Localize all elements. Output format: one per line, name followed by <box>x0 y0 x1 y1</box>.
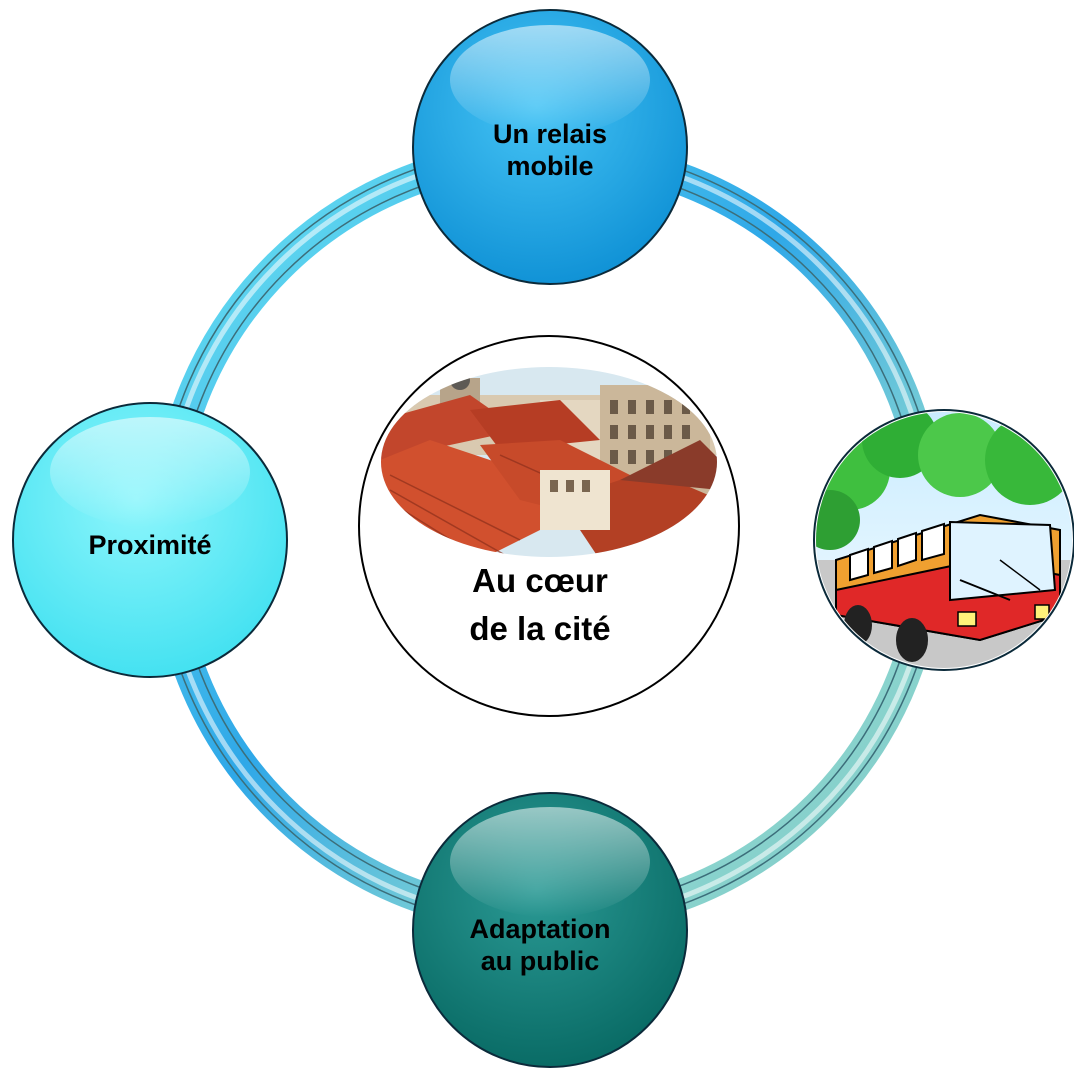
node-left-label: Proximité <box>88 529 212 560</box>
node-top <box>412 9 688 285</box>
node-bottom-label: Adaptation au public <box>469 913 611 976</box>
node-bottom <box>412 792 688 1068</box>
node-right <box>813 409 1074 671</box>
center-node <box>358 335 740 717</box>
center-label-text: Au cœur de la cité <box>469 562 611 647</box>
bus-illustration <box>816 412 1072 668</box>
node-left <box>12 402 288 678</box>
node-top-label: Un relais mobile <box>492 118 608 181</box>
